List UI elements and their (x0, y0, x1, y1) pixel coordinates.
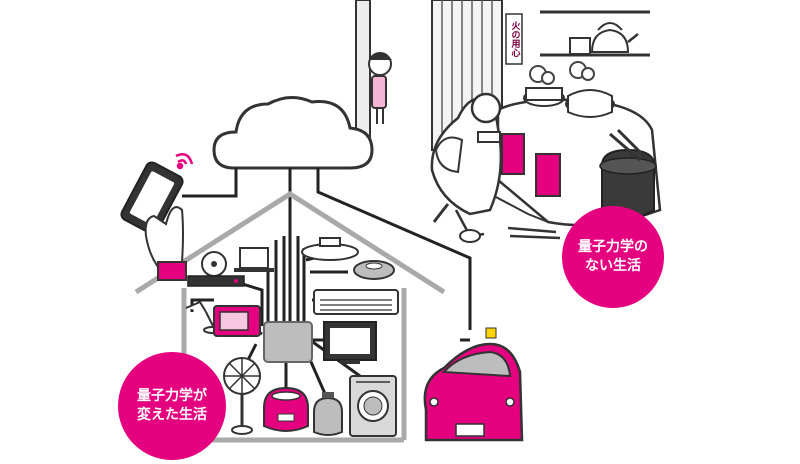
tablet-icon (120, 161, 184, 235)
steam-clouds (529, 61, 595, 85)
man-tending-fire (430, 92, 549, 243)
car-icon (423, 327, 524, 442)
cloud-network (182, 96, 472, 397)
rice-cooker-icon (263, 386, 309, 432)
thermo-pot-icon (313, 392, 343, 436)
robot-vacuum-icon (353, 260, 395, 280)
desk-lamp-icon (185, 300, 221, 334)
cloud-icon (212, 96, 374, 170)
old-life-label: 量子力学の ない生活 (578, 239, 648, 274)
firewood-sticks (507, 226, 561, 240)
home-hub-icon (263, 321, 313, 363)
kitchen-shelves (540, 10, 650, 57)
air-conditioner-icon (313, 289, 399, 315)
electric-fan-icon (223, 357, 261, 435)
girl-figure (368, 52, 392, 124)
television-icon (323, 321, 377, 364)
network-lines (182, 168, 472, 397)
kettle-icon (590, 22, 639, 53)
fire-sign-text: 火の用心 (509, 21, 520, 57)
old-life-badge: 量子力学の ない生活 (562, 206, 664, 308)
ceiling-light-icon (301, 237, 359, 261)
wifi-icon (175, 153, 194, 170)
fire-sign-label: 火の用心 (507, 15, 521, 63)
modern-life-label: 量子力学が 変えた生活 (137, 388, 207, 423)
laptop-icon (234, 247, 274, 272)
dvd-icon (201, 251, 227, 277)
washing-machine-icon (349, 375, 397, 437)
modern-life-badge: 量子力学が 変えた生活 (118, 352, 226, 460)
appliances (185, 237, 399, 437)
fire-safety-sign (505, 13, 523, 65)
hand-icon (144, 206, 187, 281)
microwave-icon (213, 305, 261, 337)
dvd-player-icon (187, 275, 245, 287)
